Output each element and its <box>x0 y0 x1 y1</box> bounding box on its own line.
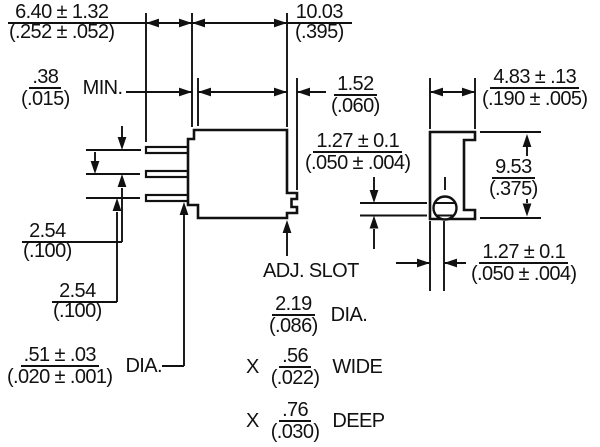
adj-slot-dia-label: 2.19(.086) DIA. <box>269 293 368 337</box>
arrowheads <box>90 18 532 268</box>
dim-wall-width-label: 1.27 ± 0.1(.050 ± .004) <box>471 241 577 285</box>
side-view <box>428 130 477 221</box>
dim-pitch-a-label: 2.54(.100) <box>23 220 72 262</box>
dim-lead-diameter-label: .51 ± .03(.020 ± .001) DIA. <box>7 344 163 388</box>
dim-standoff-min-label: .38(.015) MIN. <box>21 66 123 110</box>
dim-lead-length-label: 6.40 ± 1.32(.252 ± .052) <box>9 1 115 43</box>
adj-slot-title: ADJ. SLOT <box>263 260 359 282</box>
dim-notch-depth-label: 1.52(.060) <box>331 73 380 117</box>
dim-body-width-label: 10.03(.395) <box>295 1 344 43</box>
dim-side-height-label: 9.53(.375) <box>489 156 538 200</box>
lead-bottom <box>144 193 191 203</box>
dim-pitch-b-label: 2.54(.100) <box>53 280 102 322</box>
lead-middle <box>144 169 191 179</box>
front-view-outline <box>186 128 299 220</box>
dim-slot-offset-label: 1.27 ± 0.1(.050 ± .004) <box>305 130 411 174</box>
front-view <box>144 128 299 220</box>
adj-slot-deep-label: X .76(.030) DEEP <box>246 399 385 443</box>
dim-side-width-label: 4.83 ± .13(.190 ± .005) <box>482 66 588 110</box>
adj-slot-wide-label: X .56(.022) WIDE <box>246 345 383 389</box>
lead-top <box>144 145 191 155</box>
